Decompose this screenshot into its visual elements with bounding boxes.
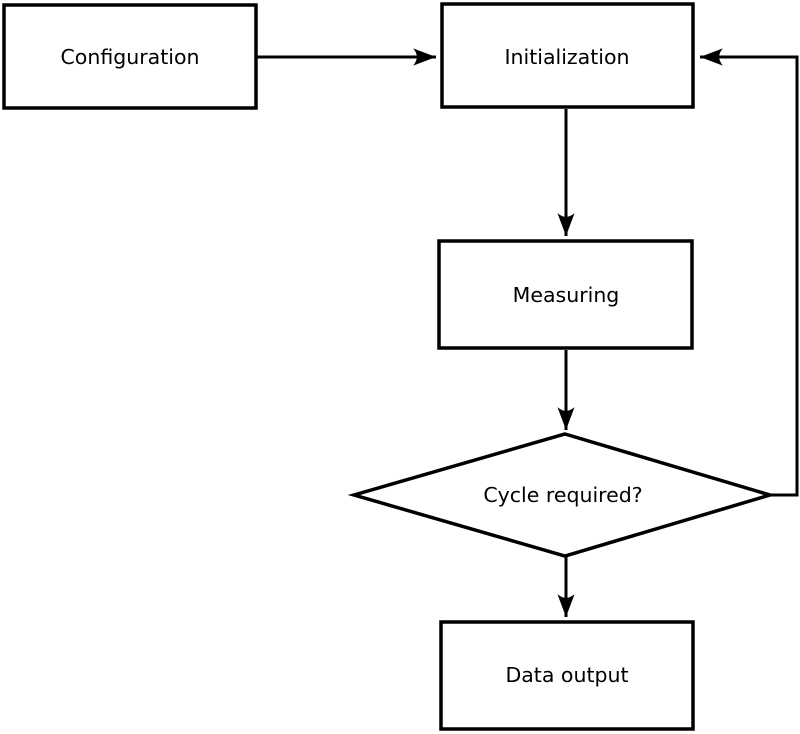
node-cycle-required-label: Cycle required? (483, 483, 642, 507)
node-cycle-required-diamond (347, 432, 777, 558)
node-data-output-box (439, 620, 695, 731)
node-measuring-label: Measuring (513, 283, 620, 307)
edge-cycle-required-loop-to-initialization (700, 48, 799, 497)
node-configuration-box (2, 3, 258, 110)
node-measuring-box (437, 239, 694, 350)
node-initialization-box (440, 2, 695, 109)
node-data-output-label: Data output (505, 663, 628, 687)
node-configuration-label: Configuration (60, 45, 199, 69)
node-initialization-label: Initialization (504, 45, 629, 69)
